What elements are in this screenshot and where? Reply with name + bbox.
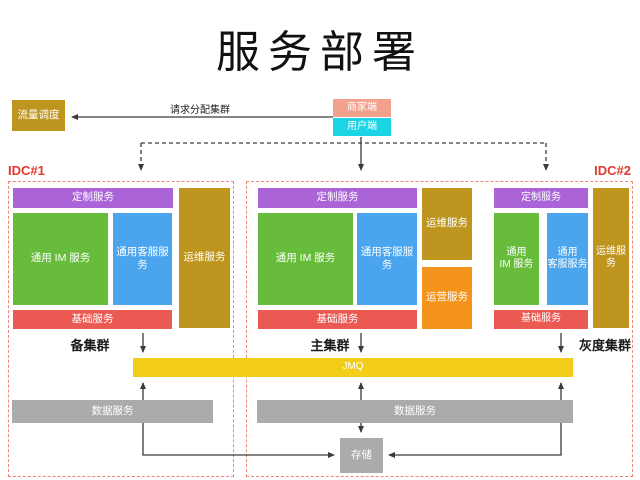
idc1-base-service-box: 基础服务 — [13, 310, 172, 329]
main-base-service-box: 基础服务 — [258, 310, 417, 329]
idc2-cluster-label: 灰度集群 — [578, 338, 631, 353]
main-operation-service-box: 运营服务 — [422, 267, 472, 329]
idc1-cluster-label: 备集群 — [70, 338, 110, 353]
idc2-ops-service-label: 运维服 务 — [596, 245, 626, 270]
storage-box: 存储 — [340, 438, 383, 473]
main-cluster-label: 主集群 — [310, 338, 350, 353]
merchant-client-label: 商家端 — [347, 101, 377, 113]
data-service-right-label: 数据服务 — [394, 404, 436, 417]
main-ops-service-box: 运维服务 — [422, 188, 472, 260]
traffic-scheduler-label: 流量调度 — [17, 108, 60, 121]
data-service-left-label: 数据服务 — [91, 404, 134, 417]
data-service-right-bar: 数据服务 — [257, 400, 573, 423]
main-cs-service-label: 通用客服服务 — [360, 245, 414, 271]
idc1-region — [8, 181, 234, 477]
idc1-ops-service-box: 运维服务 — [179, 188, 230, 328]
user-client-label: 用户端 — [347, 120, 377, 132]
main-idc2-region — [246, 181, 633, 477]
idc1-custom-service-box: 定制服务 — [13, 188, 173, 208]
main-im-service-box: 通用 IM 服务 — [258, 213, 353, 305]
user-client-box: 用户端 — [333, 118, 391, 136]
idc1-im-service-label: 通用 IM 服务 — [30, 252, 91, 265]
main-im-service-label: 通用 IM 服务 — [275, 252, 336, 265]
data-service-left-bar: 数据服务 — [12, 400, 213, 423]
main-ops-service-label: 运维服务 — [426, 217, 468, 230]
idc1-cs-service-label: 通用客服服务 — [116, 245, 169, 271]
idc1-custom-service-label: 定制服务 — [72, 191, 114, 204]
jmq-label: JMQ — [342, 361, 364, 373]
jmq-bar: JMQ — [133, 358, 573, 377]
idc1-base-service-label: 基础服务 — [71, 312, 114, 325]
idc1-im-service-box: 通用 IM 服务 — [13, 213, 108, 305]
idc2-custom-service-label: 定制服务 — [521, 191, 561, 203]
main-cs-service-box: 通用客服服务 — [357, 213, 417, 305]
storage-label: 存储 — [351, 448, 372, 461]
idc2-im-service-label: 通用 IM 服务 — [499, 246, 534, 271]
idc2-base-service-label: 基础服务 — [521, 313, 561, 325]
main-base-service-label: 基础服务 — [316, 312, 359, 325]
traffic-scheduler-box: 流量调度 — [12, 100, 65, 131]
idc2-custom-service-box: 定制服务 — [494, 188, 588, 208]
idc1-label: IDC#1 — [8, 163, 45, 178]
merchant-client-box: 商家端 — [333, 99, 391, 117]
idc1-ops-service-label: 运维服务 — [183, 251, 226, 264]
idc2-label: IDC#2 — [594, 163, 631, 178]
idc2-cs-service-box: 通用 客服服务 — [547, 213, 588, 305]
idc2-base-service-box: 基础服务 — [494, 310, 588, 329]
main-custom-service-label: 定制服务 — [316, 191, 359, 204]
idc2-ops-service-box: 运维服 务 — [593, 188, 629, 328]
main-operation-service-label: 运营服务 — [426, 291, 468, 304]
idc1-cs-service-box: 通用客服服务 — [113, 213, 172, 305]
main-custom-service-box: 定制服务 — [258, 188, 417, 208]
request-dispatch-label: 请求分配集群 — [170, 105, 230, 116]
idc2-im-service-box: 通用 IM 服务 — [494, 213, 539, 305]
page-title: 服务部署 — [216, 28, 424, 77]
idc2-cs-service-label: 通用 客服服务 — [547, 246, 588, 271]
